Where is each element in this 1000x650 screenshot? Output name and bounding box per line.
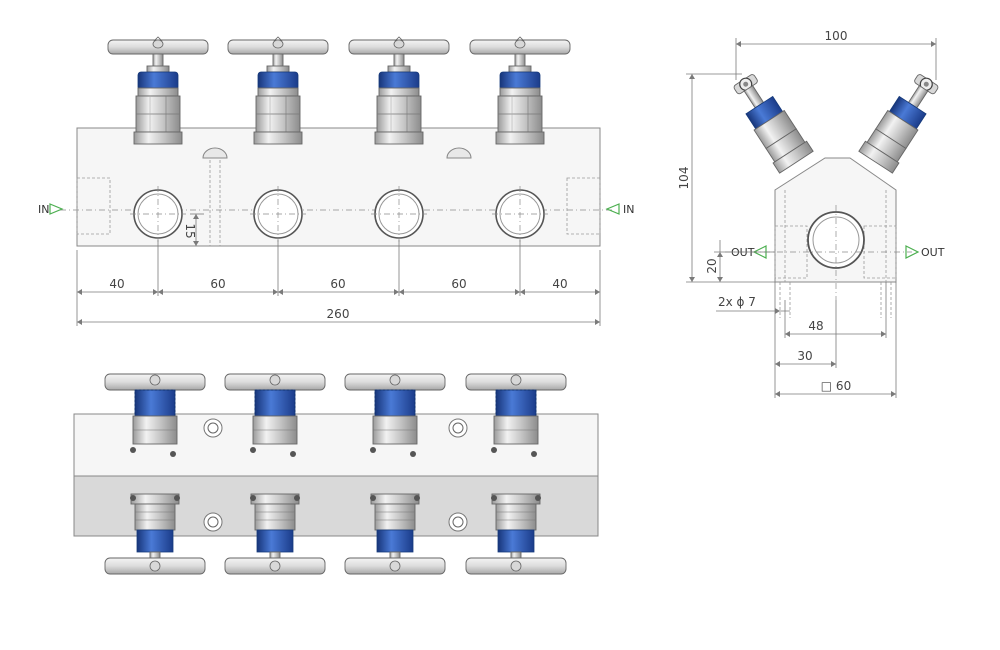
dim-spacing: 60 [451,277,466,291]
mounting-hole [203,418,223,438]
port-hole [371,186,427,242]
mounting-hole [203,512,223,532]
port-hole [492,186,548,242]
flow-arrow-icon [905,245,920,259]
needle-valve-angled-left [725,67,814,174]
top-boss [202,147,228,159]
port-hole [130,186,186,242]
port-label-in-left: IN [38,203,49,216]
side-view: OUT OUT 100 104 20 2x ϕ 7 [677,29,947,398]
dim-spacing: 60 [210,277,225,291]
dim-hole-spacing: 48 [808,319,823,333]
dim-height: 104 [677,167,691,190]
dim-holes: 2x ϕ 7 [718,295,756,309]
mounting-hole [448,418,468,438]
port-label-out-right: OUT [921,246,945,259]
dim-top-width: 100 [825,29,848,43]
port-label-out-left: OUT [731,246,755,259]
top-boss [446,147,472,159]
dim-height: 15 [183,223,197,238]
front-view: IN IN 15 40 60 60 60 40 260 [38,36,634,326]
dim-spacing: 40 [552,277,567,291]
flow-arrow-icon [605,203,620,215]
dim-square: □ 60 [821,379,851,393]
mounting-hole [448,512,468,532]
port-label-in-right: IN [623,203,634,216]
dim-overall: 260 [327,307,350,321]
dim-spacing: 40 [109,277,124,291]
flow-arrow-icon [49,203,64,215]
plan-view [73,373,599,575]
port-hole [250,186,306,242]
dim-centre: 30 [797,349,812,363]
dim-port-height: 20 [705,258,719,273]
dim-spacing: 60 [330,277,345,291]
needle-valve-angled-right [858,67,947,174]
